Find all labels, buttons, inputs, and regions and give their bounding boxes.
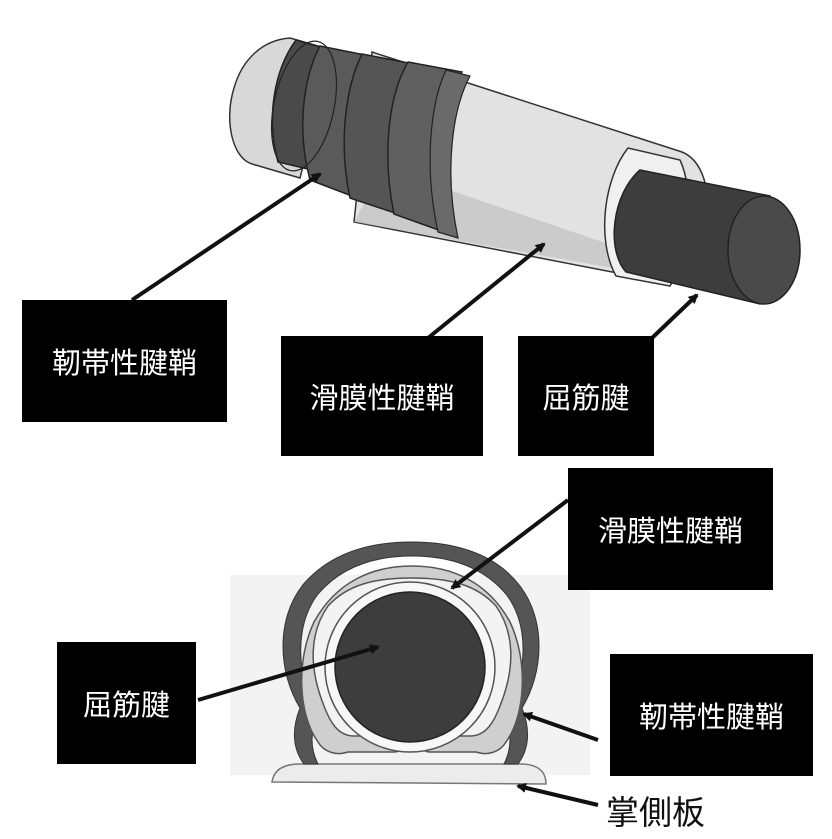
arrow-fibrous-sheath-bottom (522, 711, 599, 742)
label-flexor-tendon-top: 屈筋腱 (518, 336, 654, 456)
fibrous-sheath-bands (271, 39, 471, 239)
label-volar-plate: 掌側板 (606, 793, 705, 832)
label-flexor-tendon-bottom: 屈筋腱 (57, 642, 196, 764)
arrow-fibrous-sheath-top (130, 172, 322, 302)
top-panel-arrows (130, 172, 699, 340)
top-tendon-illustration (228, 37, 801, 305)
label-fibrous-sheath-bottom: 靭帯性腱鞘 (610, 654, 813, 776)
label-synovial-sheath-bottom: 滑膜性腱鞘 (568, 468, 773, 590)
label-fibrous-sheath-top: 靭帯性腱鞘 (22, 300, 227, 422)
cross-section-illustration (230, 541, 590, 785)
label-synovial-sheath-top: 滑膜性腱鞘 (281, 336, 483, 456)
flexor-tendon-end-face (727, 195, 801, 305)
arrow-flexor-tendon-top (650, 293, 699, 340)
bottom-panel-arrows (197, 498, 599, 807)
arrow-volar-plate (516, 782, 599, 807)
flexor-tendon-cross-section (334, 591, 486, 743)
arrow-synovial-sheath-bottom (450, 498, 570, 590)
fibrous-sheath-ring (282, 541, 540, 765)
arrow-synovial-sheath-top (426, 242, 546, 340)
synovial-sheath-outer-layer (301, 565, 523, 755)
arrow-flexor-tendon-bottom (197, 644, 380, 702)
volar-plate (271, 763, 547, 785)
